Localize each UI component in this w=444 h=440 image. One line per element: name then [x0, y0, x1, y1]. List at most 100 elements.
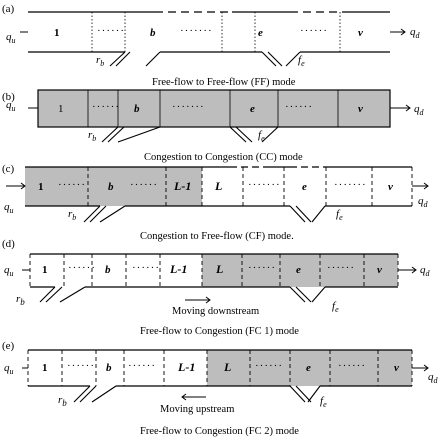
panel-a-onramp	[109, 51, 161, 67]
panel-b-cell-label-b: b	[134, 103, 140, 115]
panel-c-onramp	[83, 205, 126, 223]
panel-b-qu: qu	[6, 99, 16, 113]
panel-d-moving-label: Moving downstream	[172, 306, 259, 317]
panel-d-qu: qu	[4, 264, 14, 278]
panel-b-onramp	[101, 126, 161, 143]
panel-c-fe: fe	[336, 208, 343, 222]
panel-c-offramp	[289, 205, 326, 223]
panel-d-cell-label-L: L	[215, 262, 223, 276]
panel-e-moving-arrow	[181, 393, 206, 401]
panel-a-offramp	[261, 51, 301, 67]
panel-c-cell-label-L: L	[214, 179, 222, 193]
panel-b-dividers	[87, 90, 339, 127]
panel-c-cell-label-1: 1	[38, 181, 44, 193]
panel-d-cell-label-b: b	[105, 264, 111, 276]
panel-d-qd: qd	[420, 264, 431, 278]
panel-b: (b) qu qd rb fe 1 ······ b ······· e ···…	[2, 89, 425, 163]
panel-e-cell-label-7: ······	[255, 360, 283, 372]
panel-b-outflow-arrow	[390, 104, 411, 112]
panel-d-cell-label-v: v	[377, 264, 382, 276]
panel-a-cell-label-e: e	[258, 27, 263, 39]
panel-a-caption: Free-flow to Free-flow (FF) mode	[152, 77, 296, 88]
panel-e-cell-label-e: e	[306, 362, 311, 374]
panel-e-offramp	[289, 385, 321, 403]
panel-e-onramp	[73, 385, 117, 403]
panel-a-cell-label-1: 1	[54, 27, 60, 39]
panel-d-cell-label-L1: L-1	[169, 262, 187, 276]
panel-a: (a) qu qd rb fe 1 ······ b ······· e ···…	[2, 3, 421, 88]
panel-c-caption: Congestion to Free-flow (CF) mode.	[140, 231, 294, 242]
panel-a-fe: fe	[298, 54, 305, 68]
panel-d-cell-label-e: e	[296, 264, 301, 276]
panel-b-cell-label-e: e	[250, 103, 255, 115]
panel-c-cell-label-7: ·······	[248, 179, 281, 191]
panel-c-outflow-arrow	[412, 182, 429, 190]
panel-e-cell-label-v: v	[394, 362, 399, 374]
panel-d-rb: rb	[16, 293, 25, 307]
panel-b-cell-label-2: ······	[92, 101, 120, 113]
panel-b-cell-label-1: 1	[58, 103, 64, 115]
panel-d-cell-label-2: ······	[68, 262, 96, 274]
panel-a-qd: qd	[410, 26, 421, 40]
panel-b-offramp	[229, 126, 279, 143]
panel-b-tag: (b)	[2, 91, 15, 103]
panel-d-tag: (d)	[2, 238, 15, 250]
panel-c-congested-bg	[25, 167, 202, 206]
panel-e-cell-label-2: ······	[67, 360, 95, 372]
panel-d-moving-arrow	[185, 296, 211, 304]
panel-e-rb: rb	[58, 394, 67, 408]
panel-c-cell-label-e: e	[302, 181, 307, 193]
panel-e-qu: qu	[4, 362, 14, 376]
panel-c-qd: qd	[418, 195, 429, 209]
panel-e-tag: (e)	[2, 340, 15, 352]
panel-d-cell-label-7: ······	[248, 262, 276, 274]
panel-a-cell-label-6: ······	[300, 25, 328, 37]
panel-a-cell-label-2: ······	[97, 25, 125, 37]
panel-c-tag: (c)	[2, 163, 15, 175]
panel-c-cell-label-b: b	[108, 181, 114, 193]
panel-a-rb: rb	[96, 54, 104, 68]
panel-d-outflow-arrow	[398, 266, 417, 274]
panel-d-offramp	[289, 286, 326, 303]
panel-e-cell-label-1: 1	[42, 362, 48, 374]
panel-e-cell-label-L: L	[223, 360, 231, 374]
panel-e-cell-label-9: ······	[338, 360, 366, 372]
panel-d: (d) qu qd rb fe 1 ······ b ······ L-1 L …	[2, 238, 431, 337]
panel-d-caption: Free-flow to Congestion (FC 1) mode	[140, 326, 299, 337]
panel-e-outflow-arrow	[412, 364, 429, 372]
panel-e-cell-label-b: b	[106, 362, 112, 374]
panel-a-cell-label-4: ·······	[180, 25, 213, 37]
panel-d-cell-label-4: ······	[132, 262, 160, 274]
panel-c-cell-label-9: ·······	[334, 179, 367, 191]
panel-c-cell-label-L1: L-1	[173, 179, 191, 193]
panel-c-inflow-arrow	[6, 182, 26, 190]
panel-b-cell-label-v: v	[358, 103, 363, 115]
panel-d-fe: fe	[332, 300, 339, 314]
panel-e-qd: qd	[428, 371, 439, 385]
panel-b-rb: rb	[88, 129, 96, 143]
panel-c-qu: qu	[4, 201, 14, 215]
panel-b-fe: fe	[258, 129, 265, 143]
panel-a-outflow-arrow	[390, 28, 406, 36]
panel-d-cell-label-1: 1	[42, 264, 48, 276]
panel-b-cell-label-4: ·······	[172, 101, 205, 113]
panel-e-cell-label-4: ······	[128, 360, 156, 372]
panel-e-moving-label: Moving upstream	[160, 404, 234, 415]
panel-c-cell-label-v: v	[388, 181, 393, 193]
panel-d-cell-label-9: ······	[327, 262, 355, 274]
panel-e: (e) qu qd rb fe 1 ······ b ······ L-1 L …	[2, 340, 439, 437]
panel-d-congested-bg	[202, 254, 398, 287]
panel-d-onramp	[39, 286, 86, 303]
panel-a-cell-1	[28, 12, 92, 52]
panel-c-rb: rb	[68, 208, 76, 222]
panel-b-caption: Congestion to Congestion (CC) mode	[144, 152, 303, 163]
panel-e-caption: Free-flow to Congestion (FC 2) mode	[140, 426, 299, 437]
panel-a-tag: (a)	[2, 3, 15, 15]
panel-a-cell-label-b: b	[150, 27, 156, 39]
panel-b-cell-label-6: ······	[285, 101, 313, 113]
panel-c-cell-label-2: ······	[58, 179, 86, 191]
panel-b-qd: qd	[414, 103, 425, 117]
panel-a-cell-label-v: v	[358, 27, 363, 39]
panel-b-cells-bg	[37, 89, 391, 128]
